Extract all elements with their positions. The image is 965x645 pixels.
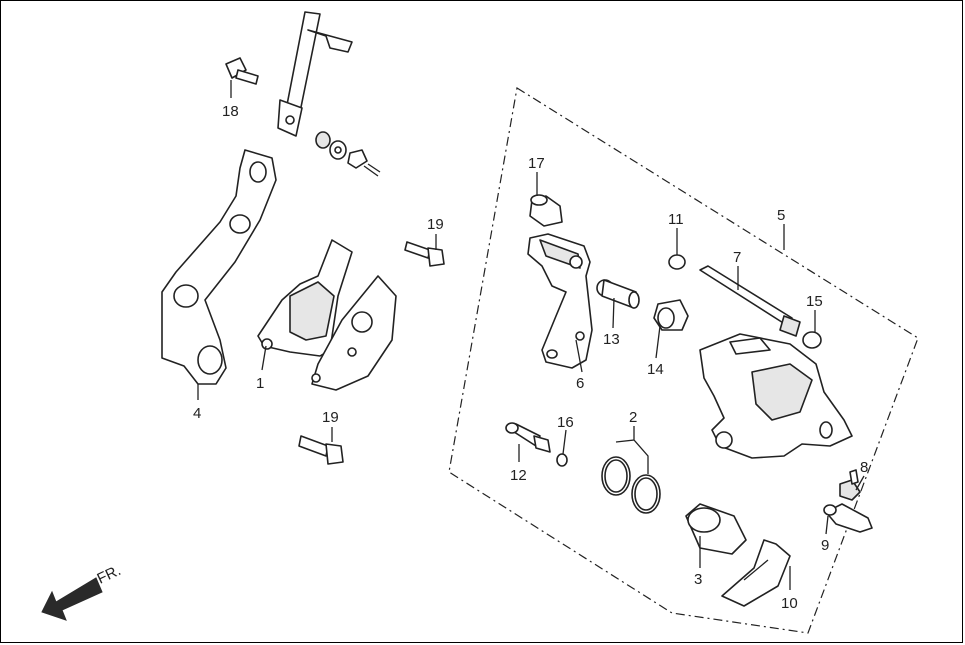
callout-14: 14 [647,361,664,378]
callout-9: 9 [821,537,829,554]
piston-3 [685,503,747,555]
washer-nut-set [315,131,381,177]
pin-13 [596,279,640,309]
bleeder-cap-9 [823,503,873,533]
bolt-18 [225,57,259,85]
callout-12: 12 [510,467,527,484]
clip-16 [556,453,568,467]
piston-seals-2 [601,456,661,514]
callout-16: 16 [557,414,574,431]
callout-11: 11 [668,211,684,228]
callout-8: 8 [860,459,868,476]
callout-19-upper: 19 [427,216,444,233]
bushing-17 [529,194,563,227]
pin-12 [505,422,551,453]
assembly-boundary [448,87,919,634]
slide-pin-7 [699,265,801,337]
front-direction-label: FR. [95,562,124,588]
bolt-19-lower [298,435,344,465]
support-plate-6 [527,233,593,369]
callout-3: 3 [694,571,702,588]
callout-5: 5 [777,207,785,224]
o-ring-11 [668,254,686,270]
callout-13: 13 [603,331,620,348]
front-direction-arrow-icon [41,577,103,621]
callout-7: 7 [733,249,741,266]
brake-pad-1 [257,239,353,357]
caliper-bracket-4 [161,149,277,385]
callout-6: 6 [576,375,584,392]
spring-plate-10 [721,539,791,607]
callout-15: 15 [806,293,823,310]
boot-14 [653,299,689,331]
callout-18: 18 [222,103,239,120]
brake-rod-part [277,11,353,137]
bolt-19-upper [404,241,445,267]
leader-lines [197,80,865,590]
callout-4: 4 [193,405,201,422]
callout-19-lower: 19 [322,409,339,426]
callout-1: 1 [256,375,264,392]
dust-cap-15 [802,331,822,349]
caliper-body-5 [699,333,853,459]
callout-10: 10 [781,595,798,612]
callout-2: 2 [629,409,637,426]
pad-shim [311,275,397,391]
bleeder-8 [839,469,861,501]
callout-17: 17 [528,155,545,172]
